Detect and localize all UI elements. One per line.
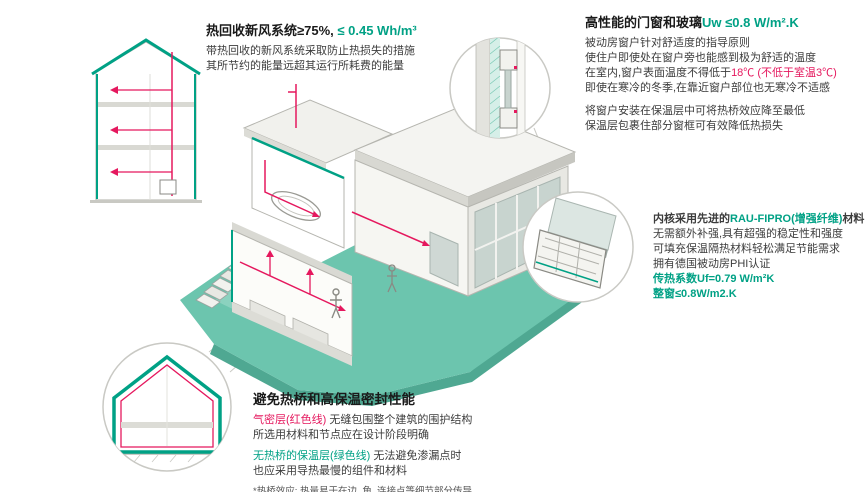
duct-line	[264, 160, 319, 217]
thermal-envelope-callout	[102, 342, 232, 472]
text-line: 无需额外补强,具有超强的稳定性和强度	[653, 228, 844, 240]
windows-body: 被动房窗户针对舒适度的指导原则 使住户即使处在窗户旁也能感到极为舒适的温度 在室…	[585, 36, 837, 134]
text-segment: 内核采用先进的	[653, 213, 730, 225]
windows-title-text: 高性能的门窗和玻璃	[585, 15, 703, 30]
material-highlight: RAU-FIPRO(增强纤维)	[730, 213, 843, 225]
text-line: 气密层(红色线) 无缝包围整个建筑的围护结构	[253, 413, 472, 428]
thermal-body: 气密层(红色线) 无缝包围整个建筑的围护结构 所选用材料和节点应在设计阶段明确 …	[253, 413, 472, 492]
uf-value: 传热系数Uf=0.79 W/m²K	[653, 273, 775, 285]
person-figure	[330, 288, 342, 319]
text-line: 被动房窗户针对舒适度的指导原则	[585, 37, 750, 49]
text-line: 在室内,窗户表面温度不得低于18℃ (不低于室温3℃)	[585, 66, 837, 81]
hrv-unit	[159, 179, 177, 195]
profile-body: 内核采用先进的RAU-FIPRO(增强纤维)材料 无需额外补强,具有超强的稳定性…	[653, 212, 864, 302]
hrv-section: 热回收新风系统≥75%, ≤ 0.45 Wh/m³ 带热回收的新风系统采取防止热…	[206, 20, 417, 74]
duct-line	[239, 261, 345, 311]
hrv-title-value: ≤ 0.45 Wh/m³	[333, 23, 417, 38]
text-line: 内核采用先进的RAU-FIPRO(增强纤维)材料	[653, 212, 864, 227]
door-glass	[429, 231, 459, 287]
text-line: 所选用材料和节点应在设计阶段明确	[253, 429, 429, 441]
person-figure	[387, 264, 397, 293]
profile-section: 内核采用先进的RAU-FIPRO(增强纤维)材料 无需额外补强,具有超强的稳定性…	[653, 212, 864, 302]
text-line: 将窗户安装在保温层中可将热桥效应降至最低	[585, 105, 805, 117]
windows-title-value: Uw ≤0.8 W/m².K	[702, 15, 799, 30]
text-line: 保温层包裹住部分窗框可有效降低热损失	[585, 120, 783, 132]
text-line: 使住户即使处在窗户旁也能感到极为舒适的温度	[585, 52, 816, 64]
hrv-body: 带热回收的新风系统采取防止热损失的措施 其所节约的能量远超其运行所耗费的能量	[206, 44, 417, 74]
text-segment: 无缝包围整个建筑的围护结构	[326, 414, 473, 426]
main-house-illustration	[231, 84, 577, 366]
thermal-section: 避免热桥和高保温密封性能 气密层(红色线) 无缝包围整个建筑的围护结构 所选用材…	[253, 388, 472, 492]
uw-value: 整窗≤0.8W/m2.K	[653, 288, 737, 300]
text-line: 拥有德国被动房PHI认证	[653, 258, 771, 270]
text-line: 即使在寒冷的冬季,在靠近窗户部位也无寒冷不适感	[585, 82, 831, 94]
windows-title: 高性能的门窗和玻璃Uw ≤0.8 W/m².K	[585, 12, 837, 31]
airtight-layer-line	[120, 364, 214, 448]
thermal-footnote: *热桥效应: 热量易于在边, 角, 连接点等细节部分传导	[253, 486, 473, 492]
window-section-callout	[449, 37, 551, 139]
duct-line	[351, 211, 429, 246]
text-line: 无热桥的保温层(绿色线) 无法避免渗漏点时	[253, 449, 472, 464]
airtight-layer-label: 气密层(红色线)	[253, 414, 327, 426]
temperature-highlight: 18℃ (不低于室温3℃)	[731, 67, 837, 79]
window-profile-callout	[522, 191, 634, 303]
text-segment: 在室内,窗户表面温度不得低于	[585, 67, 732, 79]
glass-pane-section	[504, 69, 512, 109]
text-segment: 材料	[842, 213, 865, 225]
vent-pipe	[288, 84, 297, 128]
windows-section: 高性能的门窗和玻璃Uw ≤0.8 W/m².K 被动房窗户针对舒适度的指导原则 …	[585, 12, 837, 134]
text-line: 也应采用导热最慢的组件和材料	[253, 465, 407, 477]
text-line: 带热回收的新风系统采取防止热损失的措施	[206, 45, 415, 57]
text-segment: 无法避免渗漏点时	[370, 450, 462, 462]
text-line: 可填充保温隔热材料轻松满足节能需求	[653, 243, 840, 255]
hrv-title: 热回收新风系统≥75%, ≤ 0.45 Wh/m³	[206, 20, 417, 39]
insulation-layer-label: 无热桥的保温层(绿色线)	[253, 450, 371, 462]
ventilation-section-illustration	[90, 38, 202, 203]
thermal-title: 避免热桥和高保温密封性能	[253, 392, 415, 407]
text-line: 其所节约的能量远超其运行所耗费的能量	[206, 60, 404, 72]
profile-frame	[533, 229, 607, 289]
hrv-title-text: 热回收新风系统≥75%,	[206, 23, 334, 38]
